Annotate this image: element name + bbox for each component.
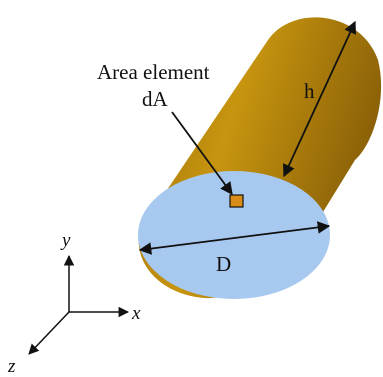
area-element-symbol: dA — [142, 87, 169, 111]
area-element-label: Area element — [97, 60, 210, 84]
axis-x-label: x — [131, 303, 141, 324]
diameter-label: D — [216, 252, 231, 276]
area-element-square — [229, 194, 244, 208]
height-label: h — [304, 79, 315, 103]
coordinate-axes: y x z — [7, 230, 141, 377]
height-arrow — [283, 20, 356, 178]
area-element-pointer — [171, 111, 233, 196]
diameter-arrow — [138, 221, 331, 255]
z-axis-arrow — [28, 311, 70, 355]
axis-y-label: y — [60, 230, 71, 251]
cylinder-end-face — [138, 171, 330, 299]
axis-z-label: z — [7, 356, 16, 377]
